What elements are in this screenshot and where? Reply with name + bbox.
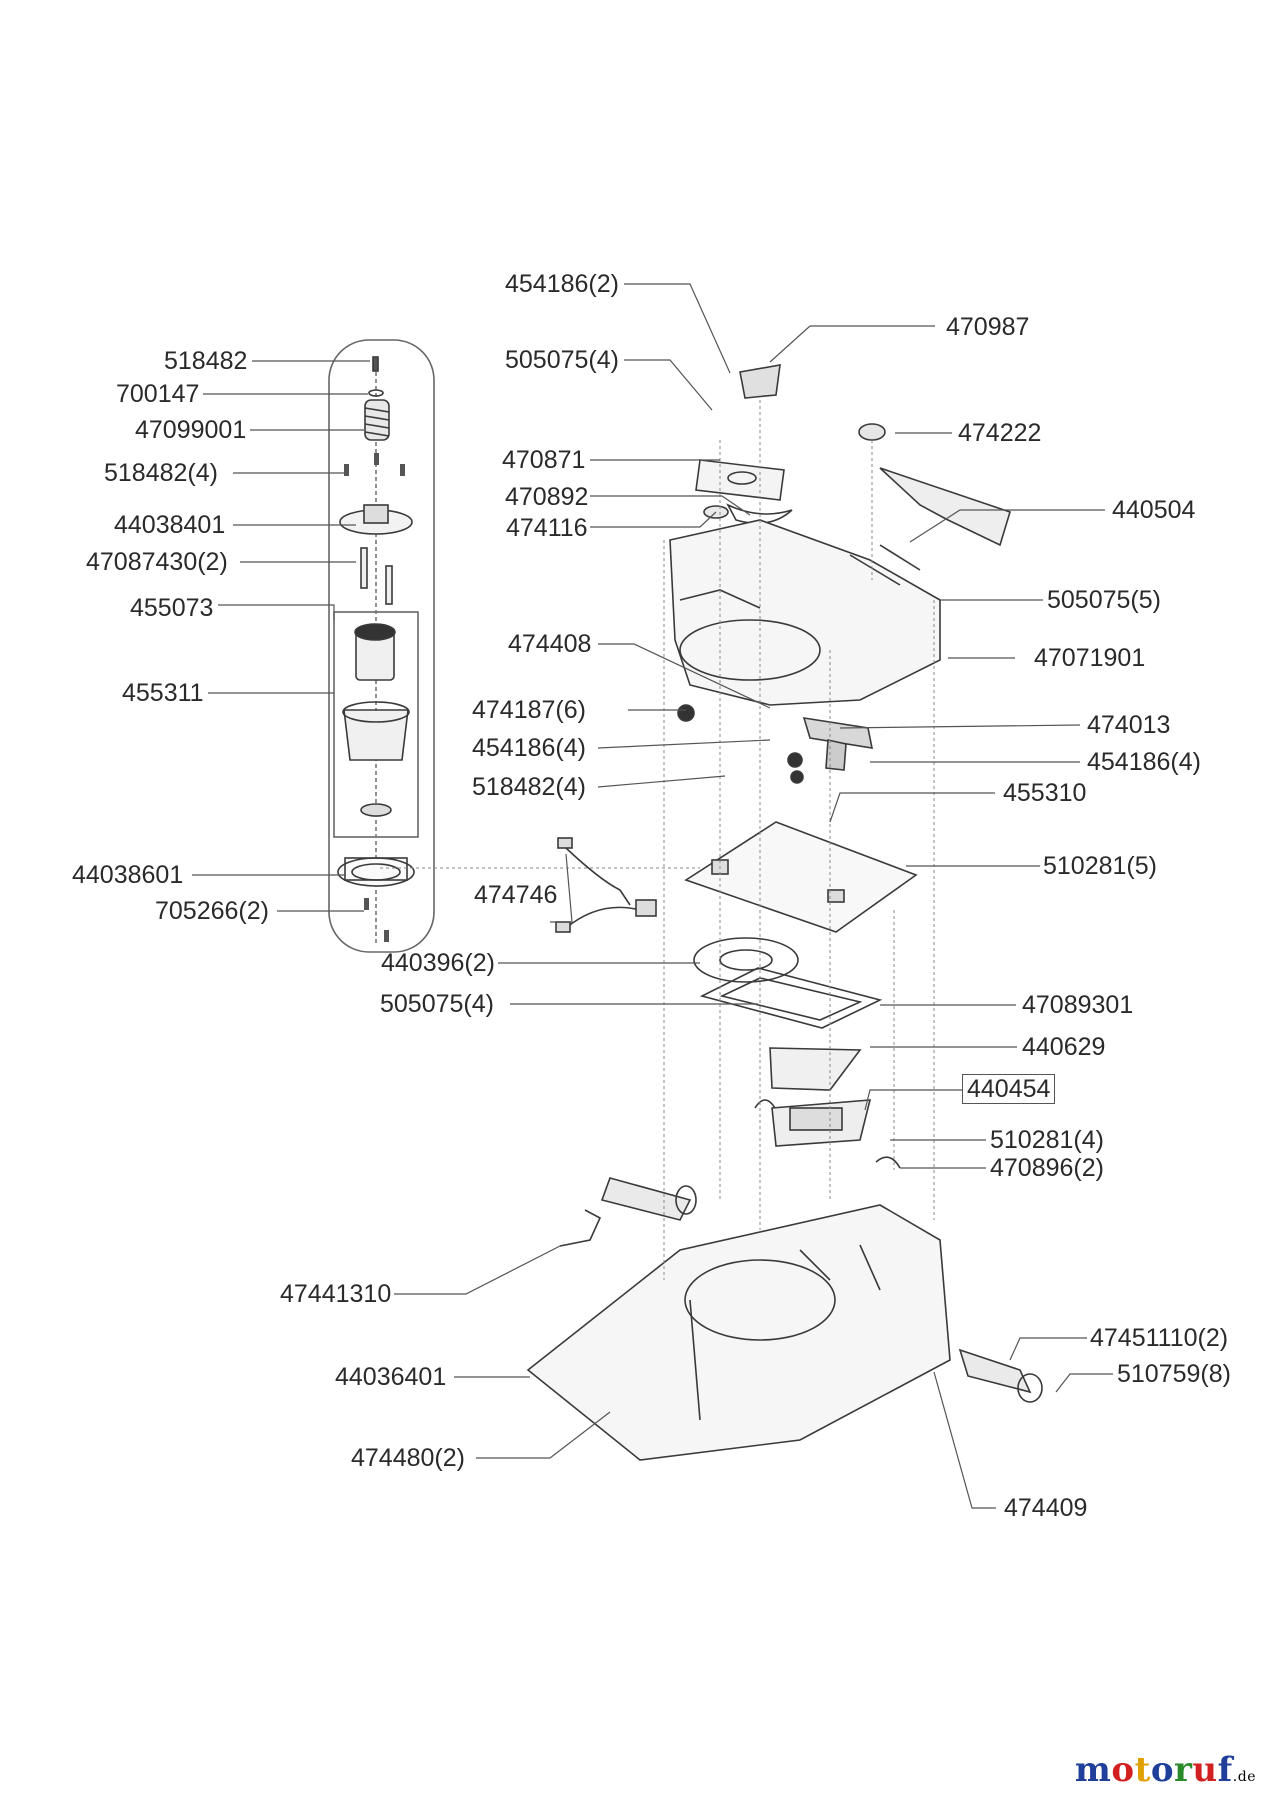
knob-474116 (703, 505, 729, 519)
part-label: 705266(2) (155, 897, 269, 925)
lower-housing-44036401 (526, 1204, 951, 1461)
wire-47441310 (559, 1209, 602, 1247)
base-screws (364, 898, 389, 942)
watermark-brand: motoruf (1075, 1750, 1233, 1790)
part-label: 474222 (958, 419, 1042, 447)
part-label: 505075(4) (505, 346, 619, 374)
part-label-highlighted: 440454 (962, 1074, 1056, 1104)
battery-440454 (771, 1099, 872, 1147)
cable-474746 (555, 837, 657, 933)
part-label: 454186(2) (505, 270, 619, 298)
pad-440629 (769, 1047, 862, 1091)
part-label: 47441310 (280, 1280, 392, 1308)
frame-47089301 (699, 967, 883, 1029)
part-label: 474480(2) (351, 1444, 465, 1472)
motor-screw-top (372, 356, 379, 372)
part-label: 455073 (130, 594, 214, 622)
part-label: 44038401 (114, 511, 226, 539)
motor-body (354, 623, 396, 681)
top-plate-470871 (695, 459, 785, 501)
part-label: 454186(4) (1087, 748, 1201, 776)
part-label: 44036401 (335, 1363, 447, 1391)
watermark-letter: m (1074, 1750, 1112, 1790)
part-label: 474408 (508, 630, 592, 658)
part-label: 47089301 (1022, 991, 1134, 1019)
motor-washer (368, 389, 384, 397)
part-label: 44038601 (72, 861, 184, 889)
upper-housing-47071901 (669, 519, 941, 706)
part-label: 510281(4) (990, 1126, 1104, 1154)
part-label: 518482(4) (472, 773, 586, 801)
axle-47451110 (958, 1348, 1043, 1403)
watermark-letter: t (1134, 1750, 1151, 1790)
part-label: 474409 (1004, 1494, 1088, 1522)
bracket-474013 (802, 717, 874, 771)
motor-flange (339, 504, 413, 535)
part-label: 454186(4) (472, 734, 586, 762)
part-label: 474187(6) (472, 696, 586, 724)
motor-pins (360, 547, 393, 605)
watermark-logo: motoruf.de (1075, 1750, 1256, 1790)
watermark-letter: r (1174, 1750, 1193, 1790)
part-label: 47451110(2) (1090, 1324, 1229, 1352)
flap-440504 (879, 467, 1011, 547)
part-label: 474746 (474, 881, 558, 909)
part-label: 47087430(2) (86, 548, 228, 576)
motor-spring (364, 399, 390, 441)
part-label: 455311 (122, 679, 204, 707)
part-label: 474116 (506, 514, 588, 542)
knob-474222 (858, 423, 886, 441)
watermark-letter: o (1150, 1750, 1174, 1790)
part-label: 470987 (946, 313, 1030, 341)
motor-screws-row (344, 453, 405, 476)
part-label: 700147 (116, 380, 200, 408)
part-label: 455310 (1003, 779, 1087, 807)
part-label: 505075(5) (1047, 586, 1161, 614)
watermark-letter: o (1111, 1750, 1135, 1790)
part-label: 510759(8) (1117, 1360, 1231, 1388)
motor-group-frame (328, 339, 435, 953)
clips-470896 (754, 1099, 901, 1169)
part-label: 47071901 (1034, 644, 1146, 672)
motor-base-ring (337, 857, 415, 887)
watermark-domain: .de (1232, 1769, 1256, 1785)
part-label: 470896(2) (990, 1154, 1104, 1182)
pcb-455310 (684, 821, 918, 933)
part-label: 505075(4) (380, 990, 494, 1018)
wheel-motor-left (600, 1177, 697, 1221)
watermark-letter: f (1217, 1750, 1233, 1790)
gasket-440396 (693, 937, 799, 983)
part-label: 510281(5) (1043, 852, 1157, 880)
part-label: 440504 (1112, 496, 1196, 524)
part-label: 47099001 (135, 416, 247, 444)
bracket-470987 (739, 364, 781, 399)
part-label: 470871 (502, 446, 586, 474)
part-label: 474013 (1087, 711, 1171, 739)
watermark-letter: u (1192, 1750, 1218, 1790)
rollers-474187 (677, 704, 804, 784)
gearbox-housing (342, 701, 410, 761)
part-label: 518482(4) (104, 459, 218, 487)
gear-disc (360, 803, 392, 817)
part-label: 440396(2) (381, 949, 495, 977)
part-label: 440629 (1022, 1033, 1106, 1061)
part-label: 470892 (505, 483, 589, 511)
part-label: 518482 (164, 347, 248, 375)
